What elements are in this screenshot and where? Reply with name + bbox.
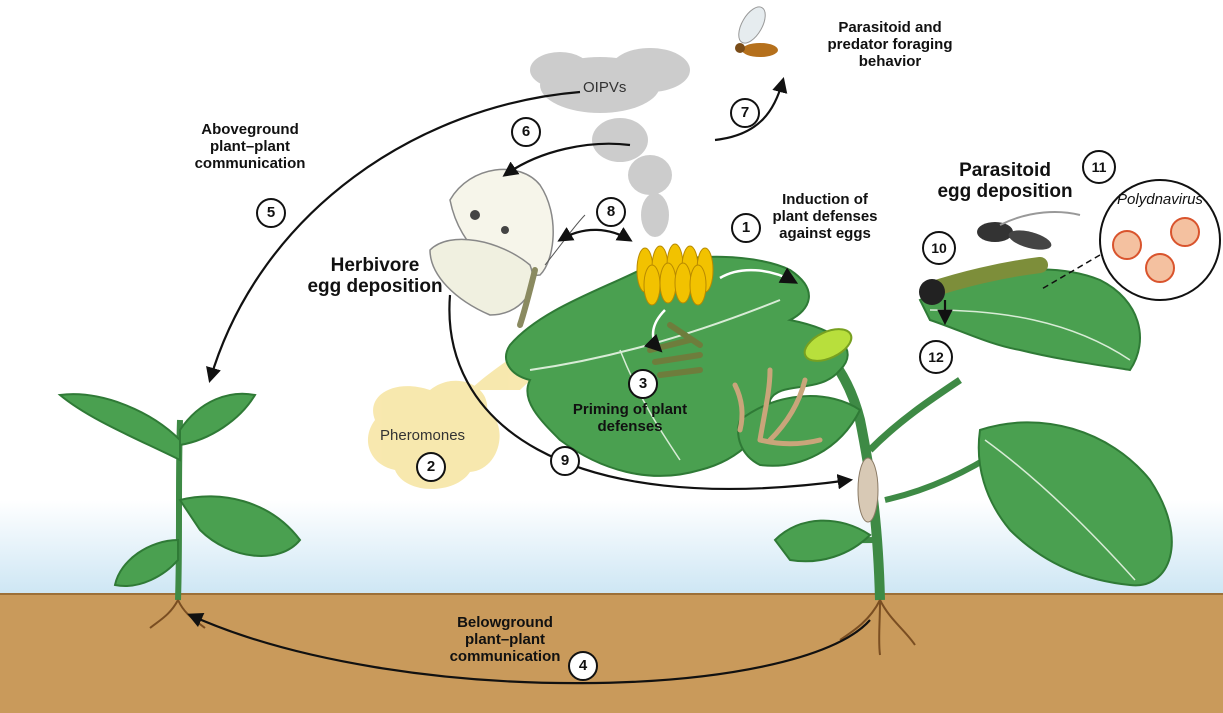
step-12-marker: 12	[919, 340, 953, 374]
step-2-marker: 2	[416, 452, 446, 482]
small-leaf-1	[60, 394, 180, 460]
flying-wasp	[733, 3, 778, 57]
step-1-marker: 1	[731, 213, 761, 243]
step-11-marker: 11	[1082, 150, 1116, 184]
small-leaf-2	[180, 394, 255, 445]
moth	[858, 458, 878, 522]
priming-label: Priming of plant defenses	[560, 402, 700, 436]
parasitoid-egg-label: Parasitoid egg deposition	[930, 160, 1080, 203]
oipvs-label: OIPVs	[583, 80, 626, 97]
butterfly	[430, 169, 585, 325]
belowground-label: Belowground plant–plant communication	[430, 615, 580, 665]
step-10-marker: 10	[922, 231, 956, 265]
step-9-marker: 9	[550, 446, 580, 476]
soil	[0, 594, 1223, 713]
step-4-marker: 4	[568, 651, 598, 681]
step-5-marker: 5	[256, 198, 286, 228]
parasitoid-foraging-label: Parasitoid and predator foraging behavio…	[795, 20, 985, 70]
step-3-marker: 3	[628, 369, 658, 399]
step-6-marker: 6	[511, 117, 541, 147]
induction-label: Induction of plant defenses against eggs	[760, 192, 890, 242]
polydnavirus-label: Polydnavirus	[1110, 192, 1210, 209]
pheromones-label: Pheromones	[380, 428, 465, 445]
herbivore-egg-label: Herbivore egg deposition	[295, 255, 455, 298]
aboveground-label: Aboveground plant–plant communication	[180, 122, 320, 172]
step-7-marker: 7	[730, 98, 760, 128]
step-8-marker: 8	[596, 197, 626, 227]
